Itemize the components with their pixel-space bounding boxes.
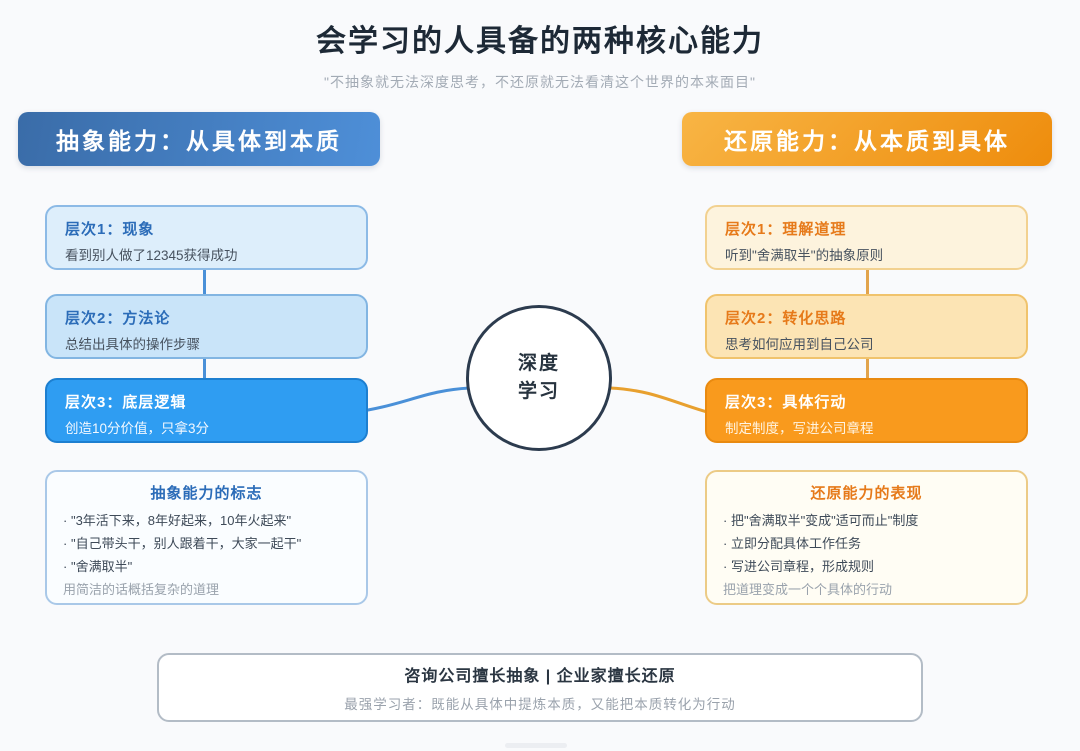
restore-summary-title: 还原能力的表现: [810, 485, 923, 502]
right-connector-2: [866, 353, 869, 383]
conclusion-banner: 咨询公司擅长抽象 | 企业家擅长还原 最强学习者：既能从具体中提炼本质，又能把本…: [157, 653, 923, 722]
restore-ability-header: 还原能力：从本质到具体: [682, 112, 1052, 166]
restore-summary-item: 立即分配具体工作任务: [723, 532, 1010, 555]
abstract-level-2-box: 层次2：方法论 总结出具体的操作步骤: [45, 294, 368, 359]
abstract-summary-item: "3年活下来，8年好起来，10年火起来": [63, 509, 350, 532]
abstract-level-1-box: 层次1：现象 看到别人做了12345获得成功: [45, 205, 368, 270]
restore-level-2-box: 层次2：转化思路 思考如何应用到自己公司: [705, 294, 1028, 359]
restore-level-3-desc: 制定制度，写进公司章程: [725, 421, 874, 436]
deep-learning-line1: 深度: [517, 352, 560, 374]
restore-level-1-desc: 听到"舍满取半"的抽象原则: [725, 248, 884, 263]
left-connector-1: [203, 266, 206, 298]
abstract-level-1-title: 层次1：现象: [65, 221, 155, 238]
abstract-summary-item: "舍满取半": [63, 555, 350, 578]
restore-level-3-title: 层次3：具体行动: [725, 394, 847, 411]
abstract-summary-item: "自己带头干，别人跟着干，大家一起干": [63, 532, 350, 555]
abstract-level-1-desc: 看到别人做了12345获得成功: [65, 248, 238, 263]
restore-summary-box: 还原能力的表现 把"舍满取半"变成"适可而止"制度 立即分配具体工作任务 写进公…: [705, 470, 1028, 605]
restore-level-1-box: 层次1：理解道理 听到"舍满取半"的抽象原则: [705, 205, 1028, 270]
abstract-summary-title: 抽象能力的标志: [150, 485, 263, 502]
restore-level-1-title: 层次1：理解道理: [725, 221, 847, 238]
right-connector-1: [866, 266, 869, 298]
restore-summary-item: 写进公司章程，形成规则: [723, 555, 1010, 578]
deep-learning-circle: 深度 学习: [466, 305, 612, 451]
abstract-level-3-box: 层次3：底层逻辑 创造10分价值，只拿3分: [45, 378, 368, 443]
restore-summary-item: 把"舍满取半"变成"适可而止"制度: [723, 509, 1010, 532]
abstract-ability-header: 抽象能力：从具体到本质: [18, 112, 380, 166]
abstract-level-3-title: 层次3：底层逻辑: [65, 394, 187, 411]
restore-level-2-desc: 思考如何应用到自己公司: [725, 337, 874, 352]
page-subtitle: "不抽象就无法深度思考，不还原就无法看清这个世界的本来面目": [324, 74, 756, 90]
restore-summary-footer: 把道理变成一个个具体的行动: [723, 582, 893, 597]
curve-circle-to-restore: [608, 386, 709, 414]
home-indicator: [505, 743, 567, 748]
abstract-level-2-desc: 总结出具体的操作步骤: [65, 337, 200, 352]
curve-abstract-to-circle: [366, 386, 472, 412]
restore-level-3-box: 层次3：具体行动 制定制度，写进公司章程: [705, 378, 1028, 443]
page-title: 会学习的人具备的两种核心能力: [316, 25, 764, 58]
deep-learning-line2: 学习: [517, 381, 560, 402]
abstract-summary-footer: 用简洁的话概括复杂的道理: [63, 582, 220, 597]
abstract-level-3-desc: 创造10分价值，只拿3分: [65, 421, 210, 436]
conclusion-title: 咨询公司擅长抽象 | 企业家擅长还原: [404, 668, 676, 685]
abstract-level-2-title: 层次2：方法论: [65, 310, 171, 327]
conclusion-subtitle: 最强学习者：既能从具体中提炼本质，又能把本质转化为行动: [344, 697, 736, 712]
left-connector-2: [203, 353, 206, 383]
abstract-summary-box: 抽象能力的标志 "3年活下来，8年好起来，10年火起来" "自己带头干，别人跟着…: [45, 470, 368, 605]
restore-level-2-title: 层次2：转化思路: [725, 310, 847, 327]
